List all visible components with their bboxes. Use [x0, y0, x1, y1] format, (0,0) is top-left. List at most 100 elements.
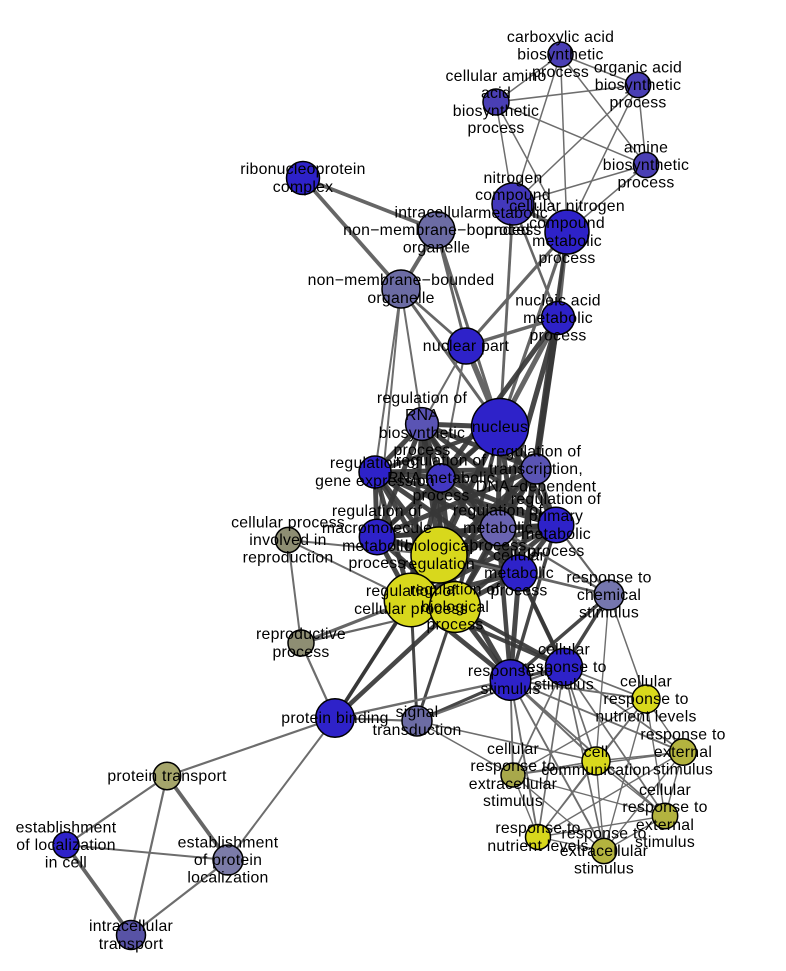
svg-text:process: process — [527, 543, 584, 560]
svg-text:process: process — [490, 583, 547, 600]
svg-text:cellular: cellular — [493, 548, 545, 565]
svg-text:communication: communication — [541, 762, 651, 779]
svg-text:cellular: cellular — [487, 741, 539, 758]
svg-text:organelle: organelle — [403, 240, 470, 257]
svg-text:regulation of: regulation of — [332, 503, 423, 520]
svg-text:localization: localization — [187, 870, 268, 887]
svg-text:process: process — [467, 120, 524, 137]
svg-text:reproduction: reproduction — [243, 550, 334, 567]
svg-text:response to: response to — [603, 691, 688, 708]
svg-text:stimulus: stimulus — [483, 793, 543, 810]
svg-text:extracellular: extracellular — [560, 843, 648, 860]
svg-text:process: process — [532, 64, 589, 81]
svg-text:of localization: of localization — [16, 837, 115, 854]
svg-text:metabolic: metabolic — [478, 205, 548, 222]
svg-text:nutrient levels: nutrient levels — [595, 709, 696, 726]
svg-text:biosynthetic: biosynthetic — [595, 77, 681, 94]
svg-text:cellular: cellular — [639, 782, 691, 799]
svg-text:response to: response to — [561, 826, 646, 843]
svg-text:metabolic: metabolic — [521, 526, 591, 543]
svg-text:nitrogen: nitrogen — [483, 170, 542, 187]
svg-text:response to: response to — [470, 758, 555, 775]
svg-text:metabolic: metabolic — [463, 520, 533, 537]
svg-text:biosynthetic: biosynthetic — [603, 157, 689, 174]
svg-text:organelle: organelle — [367, 290, 434, 307]
svg-text:cellular: cellular — [538, 642, 590, 659]
svg-text:cellular process: cellular process — [231, 515, 345, 532]
svg-text:stimulus: stimulus — [534, 677, 594, 694]
svg-text:regulation of: regulation of — [453, 503, 544, 520]
svg-text:stimulus: stimulus — [481, 681, 541, 698]
svg-text:cellular nitrogen: cellular nitrogen — [509, 198, 625, 215]
svg-text:regulation of: regulation of — [330, 455, 421, 472]
svg-text:response to: response to — [521, 659, 606, 676]
svg-text:nucleic acid: nucleic acid — [515, 293, 601, 310]
svg-text:cellular amino: cellular amino — [446, 68, 547, 85]
svg-text:response to: response to — [468, 663, 553, 680]
svg-text:external: external — [654, 744, 712, 761]
svg-text:macromolecule: macromolecule — [322, 520, 432, 537]
svg-text:regulation: regulation — [403, 556, 475, 573]
svg-text:primary: primary — [529, 508, 583, 525]
svg-text:amine: amine — [624, 140, 668, 157]
svg-text:carboxylic acid: carboxylic acid — [507, 29, 614, 46]
svg-text:cellular: cellular — [620, 674, 672, 691]
svg-text:metabolic: metabolic — [523, 310, 593, 327]
svg-text:protein transport: protein transport — [107, 768, 227, 785]
svg-text:regulation of: regulation of — [396, 453, 487, 470]
svg-text:process: process — [484, 222, 541, 239]
svg-text:process: process — [426, 617, 483, 634]
svg-text:process: process — [393, 442, 450, 459]
svg-text:transduction: transduction — [372, 722, 461, 739]
svg-text:establishment: establishment — [16, 820, 117, 837]
svg-text:non−membrane−bounded: non−membrane−bounded — [308, 272, 495, 289]
svg-text:process: process — [529, 328, 586, 345]
svg-text:establishment: establishment — [178, 835, 279, 852]
svg-text:response to: response to — [640, 727, 725, 744]
svg-text:process: process — [469, 538, 526, 555]
svg-text:protein binding: protein binding — [281, 710, 388, 727]
svg-text:regulation of: regulation of — [511, 491, 602, 508]
svg-text:RNA metabolic: RNA metabolic — [387, 470, 495, 487]
svg-text:response to: response to — [566, 570, 651, 587]
svg-text:process: process — [617, 175, 674, 192]
svg-text:acid: acid — [481, 85, 511, 102]
svg-text:intracellular: intracellular — [394, 205, 478, 222]
svg-text:compound: compound — [529, 215, 605, 232]
svg-text:in cell: in cell — [45, 855, 87, 872]
svg-text:regulation of: regulation of — [377, 390, 468, 407]
svg-text:of protein: of protein — [194, 852, 262, 869]
svg-text:ribonucleoprotein: ribonucleoprotein — [240, 161, 365, 178]
svg-text:transport: transport — [99, 936, 164, 953]
svg-text:stimulus: stimulus — [635, 834, 695, 851]
svg-text:regulation of: regulation of — [491, 444, 582, 461]
svg-text:process: process — [272, 644, 329, 661]
svg-text:stimulus: stimulus — [579, 605, 639, 622]
svg-text:process: process — [538, 250, 595, 267]
svg-text:process: process — [609, 95, 666, 112]
svg-text:cell: cell — [584, 744, 609, 761]
svg-text:cellular process: cellular process — [354, 601, 468, 618]
svg-text:metabolic: metabolic — [532, 233, 602, 250]
svg-text:complex: complex — [273, 179, 334, 196]
svg-text:process: process — [348, 555, 405, 572]
svg-text:signal: signal — [396, 704, 439, 721]
svg-text:nuclear part: nuclear part — [423, 338, 510, 355]
svg-text:stimulus: stimulus — [574, 861, 634, 878]
svg-text:biosynthetic: biosynthetic — [517, 47, 603, 64]
svg-text:DNA−dependent: DNA−dependent — [476, 479, 597, 496]
svg-text:stimulus: stimulus — [653, 762, 713, 779]
svg-text:intracellular: intracellular — [89, 918, 173, 935]
svg-text:nutrient levels: nutrient levels — [487, 838, 588, 855]
svg-text:organic acid: organic acid — [594, 60, 682, 77]
svg-text:compound: compound — [475, 187, 551, 204]
svg-text:biological: biological — [421, 599, 489, 616]
svg-text:nucleus: nucleus — [472, 419, 528, 436]
svg-text:chemical: chemical — [577, 587, 641, 604]
svg-text:metabolic: metabolic — [342, 538, 412, 555]
svg-text:metabolic: metabolic — [484, 565, 554, 582]
svg-text:biosynthetic: biosynthetic — [453, 103, 539, 120]
svg-text:process: process — [412, 488, 469, 505]
svg-text:transcription,: transcription, — [489, 461, 583, 478]
svg-text:gene expression: gene expression — [315, 473, 435, 490]
